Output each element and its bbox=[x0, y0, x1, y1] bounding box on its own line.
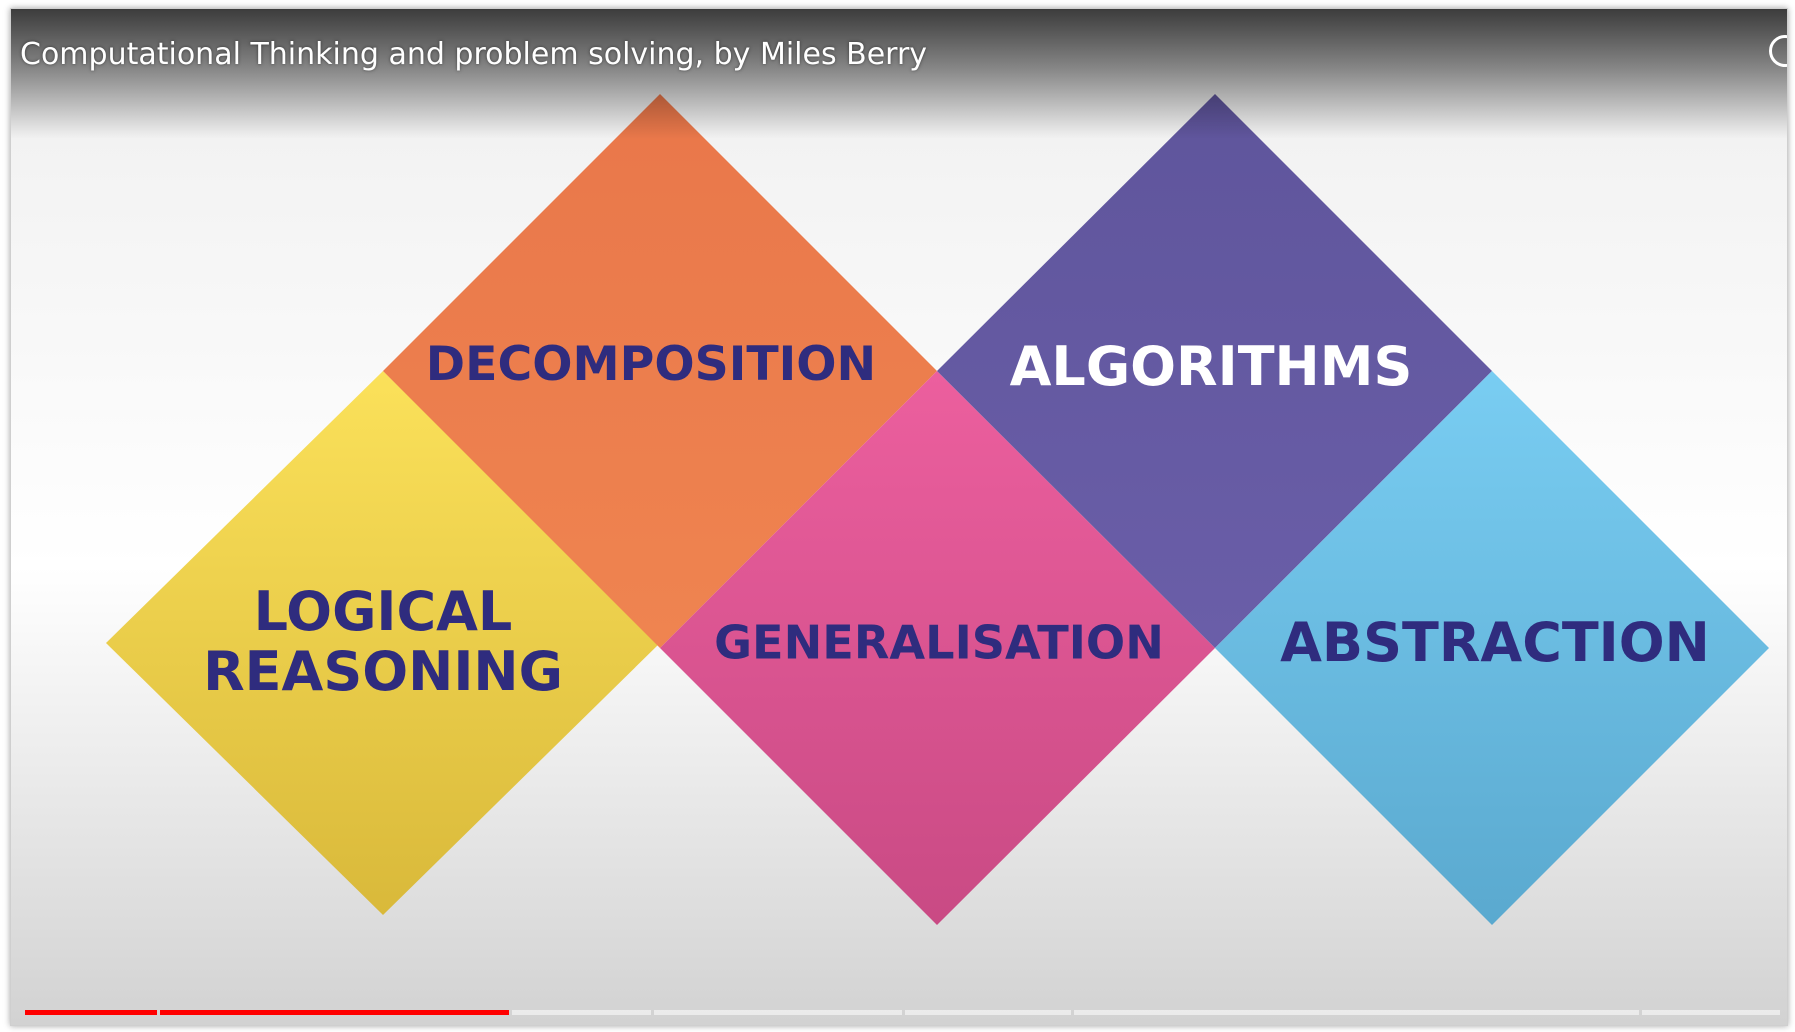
abstraction-diamond bbox=[1215, 371, 1769, 925]
logical-reasoning-line-1: LOGICAL bbox=[253, 580, 513, 643]
chapter-segment-2[interactable] bbox=[160, 1010, 509, 1015]
generalisation-label: GENERALISATION bbox=[714, 615, 1164, 670]
chapter-segment-7[interactable] bbox=[1642, 1010, 1780, 1015]
algorithms-diamond bbox=[937, 94, 1492, 648]
computational-thinking-diagram bbox=[106, 94, 1769, 925]
chapter-segment-1[interactable] bbox=[25, 1010, 157, 1015]
video-player[interactable]: LOGICAL REASONING DECOMPOSITION GENERALI… bbox=[10, 8, 1788, 1026]
chapter-segment-6[interactable] bbox=[1074, 1010, 1639, 1015]
logical-reasoning-label: LOGICAL REASONING bbox=[203, 582, 563, 702]
generalisation-diamond bbox=[660, 371, 1215, 925]
clock-icon[interactable] bbox=[1769, 35, 1787, 67]
abstraction-label: ABSTRACTION bbox=[1280, 611, 1710, 674]
title-overlay bbox=[11, 9, 1787, 139]
decomposition-label: DECOMPOSITION bbox=[425, 335, 877, 392]
progress-bar[interactable] bbox=[25, 1010, 1780, 1015]
chapter-segment-5[interactable] bbox=[905, 1010, 1071, 1015]
chapter-segment-3[interactable] bbox=[512, 1010, 651, 1015]
video-title[interactable]: Computational Thinking and problem solvi… bbox=[20, 37, 928, 72]
algorithms-label: ALGORITHMS bbox=[1009, 335, 1413, 398]
logical-reasoning-line-2: REASONING bbox=[203, 640, 563, 703]
chapter-segment-4[interactable] bbox=[654, 1010, 902, 1015]
